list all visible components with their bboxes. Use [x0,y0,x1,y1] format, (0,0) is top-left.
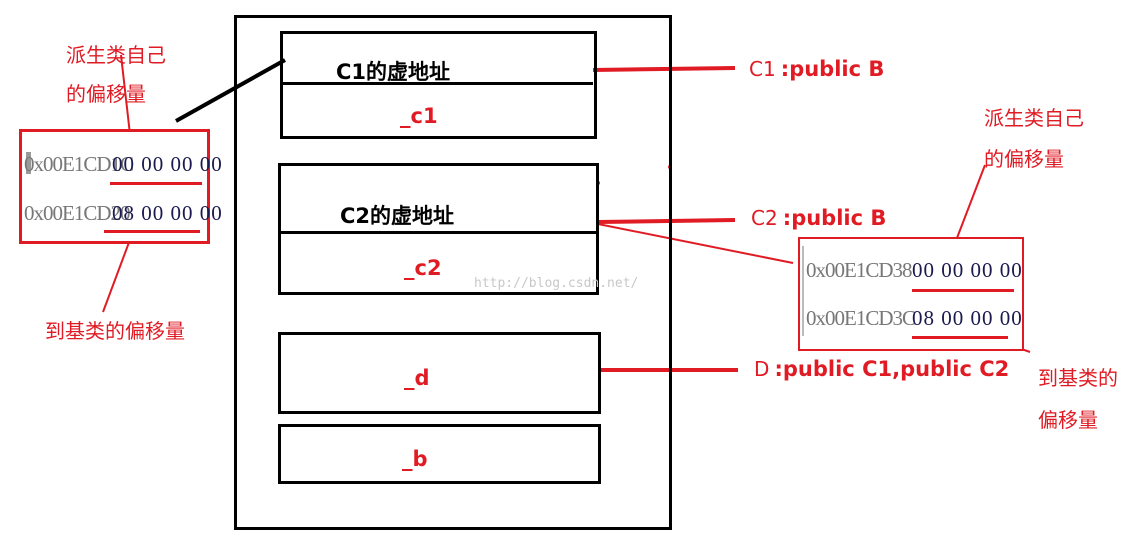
c2-block [278,163,599,295]
left-memory-address-1: 0x00E1CD20 [24,201,130,225]
d-class-name: D [754,357,770,381]
c2-base-list: :public B [782,206,887,230]
right-memory-edge [802,246,804,336]
c2-class-name: C2 [751,206,778,230]
c1-inheritance-label: C1 :public B [749,57,884,81]
right-memory-box [798,237,1024,351]
left-memory-bytes-0: 00 00 00 00 [112,152,223,176]
d-block [278,332,601,414]
connector-c2-label [597,218,736,224]
d-inheritance-label: D :public C1,public C2 [754,357,1009,381]
d-base-list: :public C1,public C2 [774,357,1010,381]
c1-header-label: C1的虚地址 [336,60,451,84]
left-memory-box [19,129,210,244]
connector-left-to-c1 [175,58,286,123]
right-caption-base-offset-line1: 到基类的 [1038,366,1118,390]
right-memory-address-1: 0x00E1CD3C [806,306,916,330]
connector-c1-label [592,66,736,72]
left-caption-self-offset-line1: 派生类自己 [66,43,166,67]
c1-member-label: _c1 [400,104,438,128]
left-memory-underline-0 [110,182,202,185]
pointer-right-top [951,164,986,252]
b-block [278,424,601,484]
right-memory-bytes-0: 00 00 00 00 [912,258,1023,282]
c1-block [280,31,597,139]
c2-divider [281,231,596,234]
right-memory-underline-1 [912,336,1008,339]
right-caption-self-offset-line2: 的偏移量 [984,147,1064,171]
right-memory-address-0: 0x00E1CD38 [806,258,912,282]
left-memory-underline-1 [104,230,200,233]
c1-divider [283,82,593,85]
right-caption-base-offset-line2: 偏移量 [1038,408,1098,432]
cursor-mark [26,152,31,174]
b-member-label: _b [402,447,428,471]
object-outer-box [234,15,672,530]
right-caption-self-offset-line1: 派生类自己 [984,106,1084,130]
right-memory-bytes-1: 08 00 00 00 [912,306,1023,330]
left-memory-bytes-1: 08 00 00 00 [112,201,223,225]
left-caption-self-offset-line2: 的偏移量 [66,82,146,106]
c2-member-label: _c2 [404,256,442,280]
pointer-left-bottom [102,236,132,313]
d-member-label: _d [404,366,430,390]
left-caption-base-offset: 到基类的偏移量 [45,319,185,343]
c2-inheritance-label: C2 :public B [751,206,886,230]
c2-header-label: C2的虚地址 [340,204,455,228]
c1-class-name: C1 [749,57,776,81]
watermark: http://blog.csdn.net/ [474,276,639,291]
connector-c2-to-right-memory [597,223,794,264]
right-memory-underline-0 [912,289,1014,292]
left-memory-address-0: 0x00E1CD1C [24,152,134,176]
c1-base-list: :public B [780,57,885,81]
